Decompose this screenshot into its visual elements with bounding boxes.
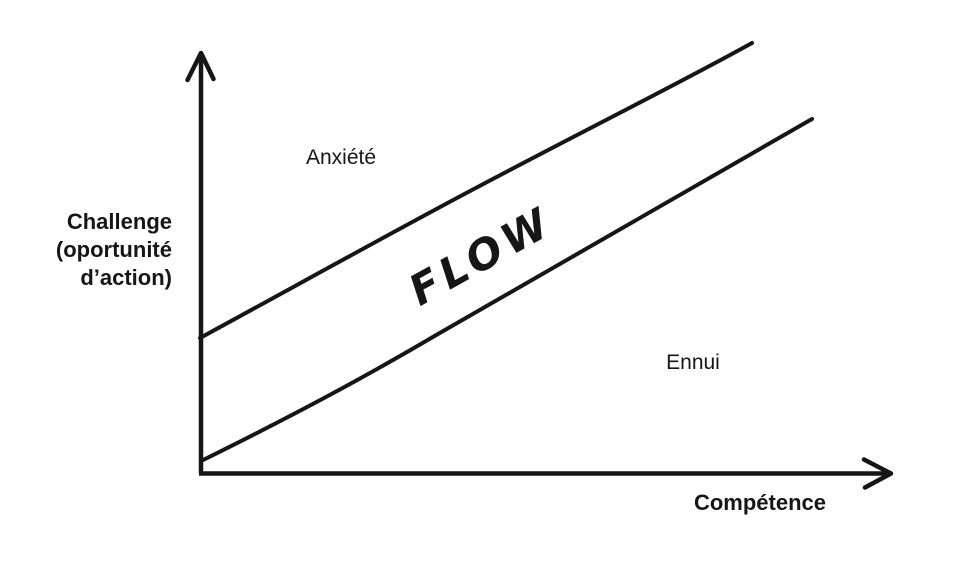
y-axis-arrowhead-icon [185, 50, 216, 83]
flow-channel-upper-line [198, 41, 754, 340]
boredom-region-label: Ennui [666, 351, 720, 374]
flow-channel-lower-line [199, 117, 814, 463]
y-axis-label-line-3: d’action) [80, 265, 172, 290]
y-axis-label-line-2: (oportunité [55, 237, 172, 262]
x-axis-label: Compétence [693, 490, 827, 515]
y-axis-label-line-1: Challenge [66, 209, 172, 234]
anxiety-region-label: Anxiété [305, 146, 377, 169]
y-axis-label: Challenge (oportunité d’action) [28, 208, 172, 292]
x-axis-arrowhead-icon [861, 457, 894, 490]
